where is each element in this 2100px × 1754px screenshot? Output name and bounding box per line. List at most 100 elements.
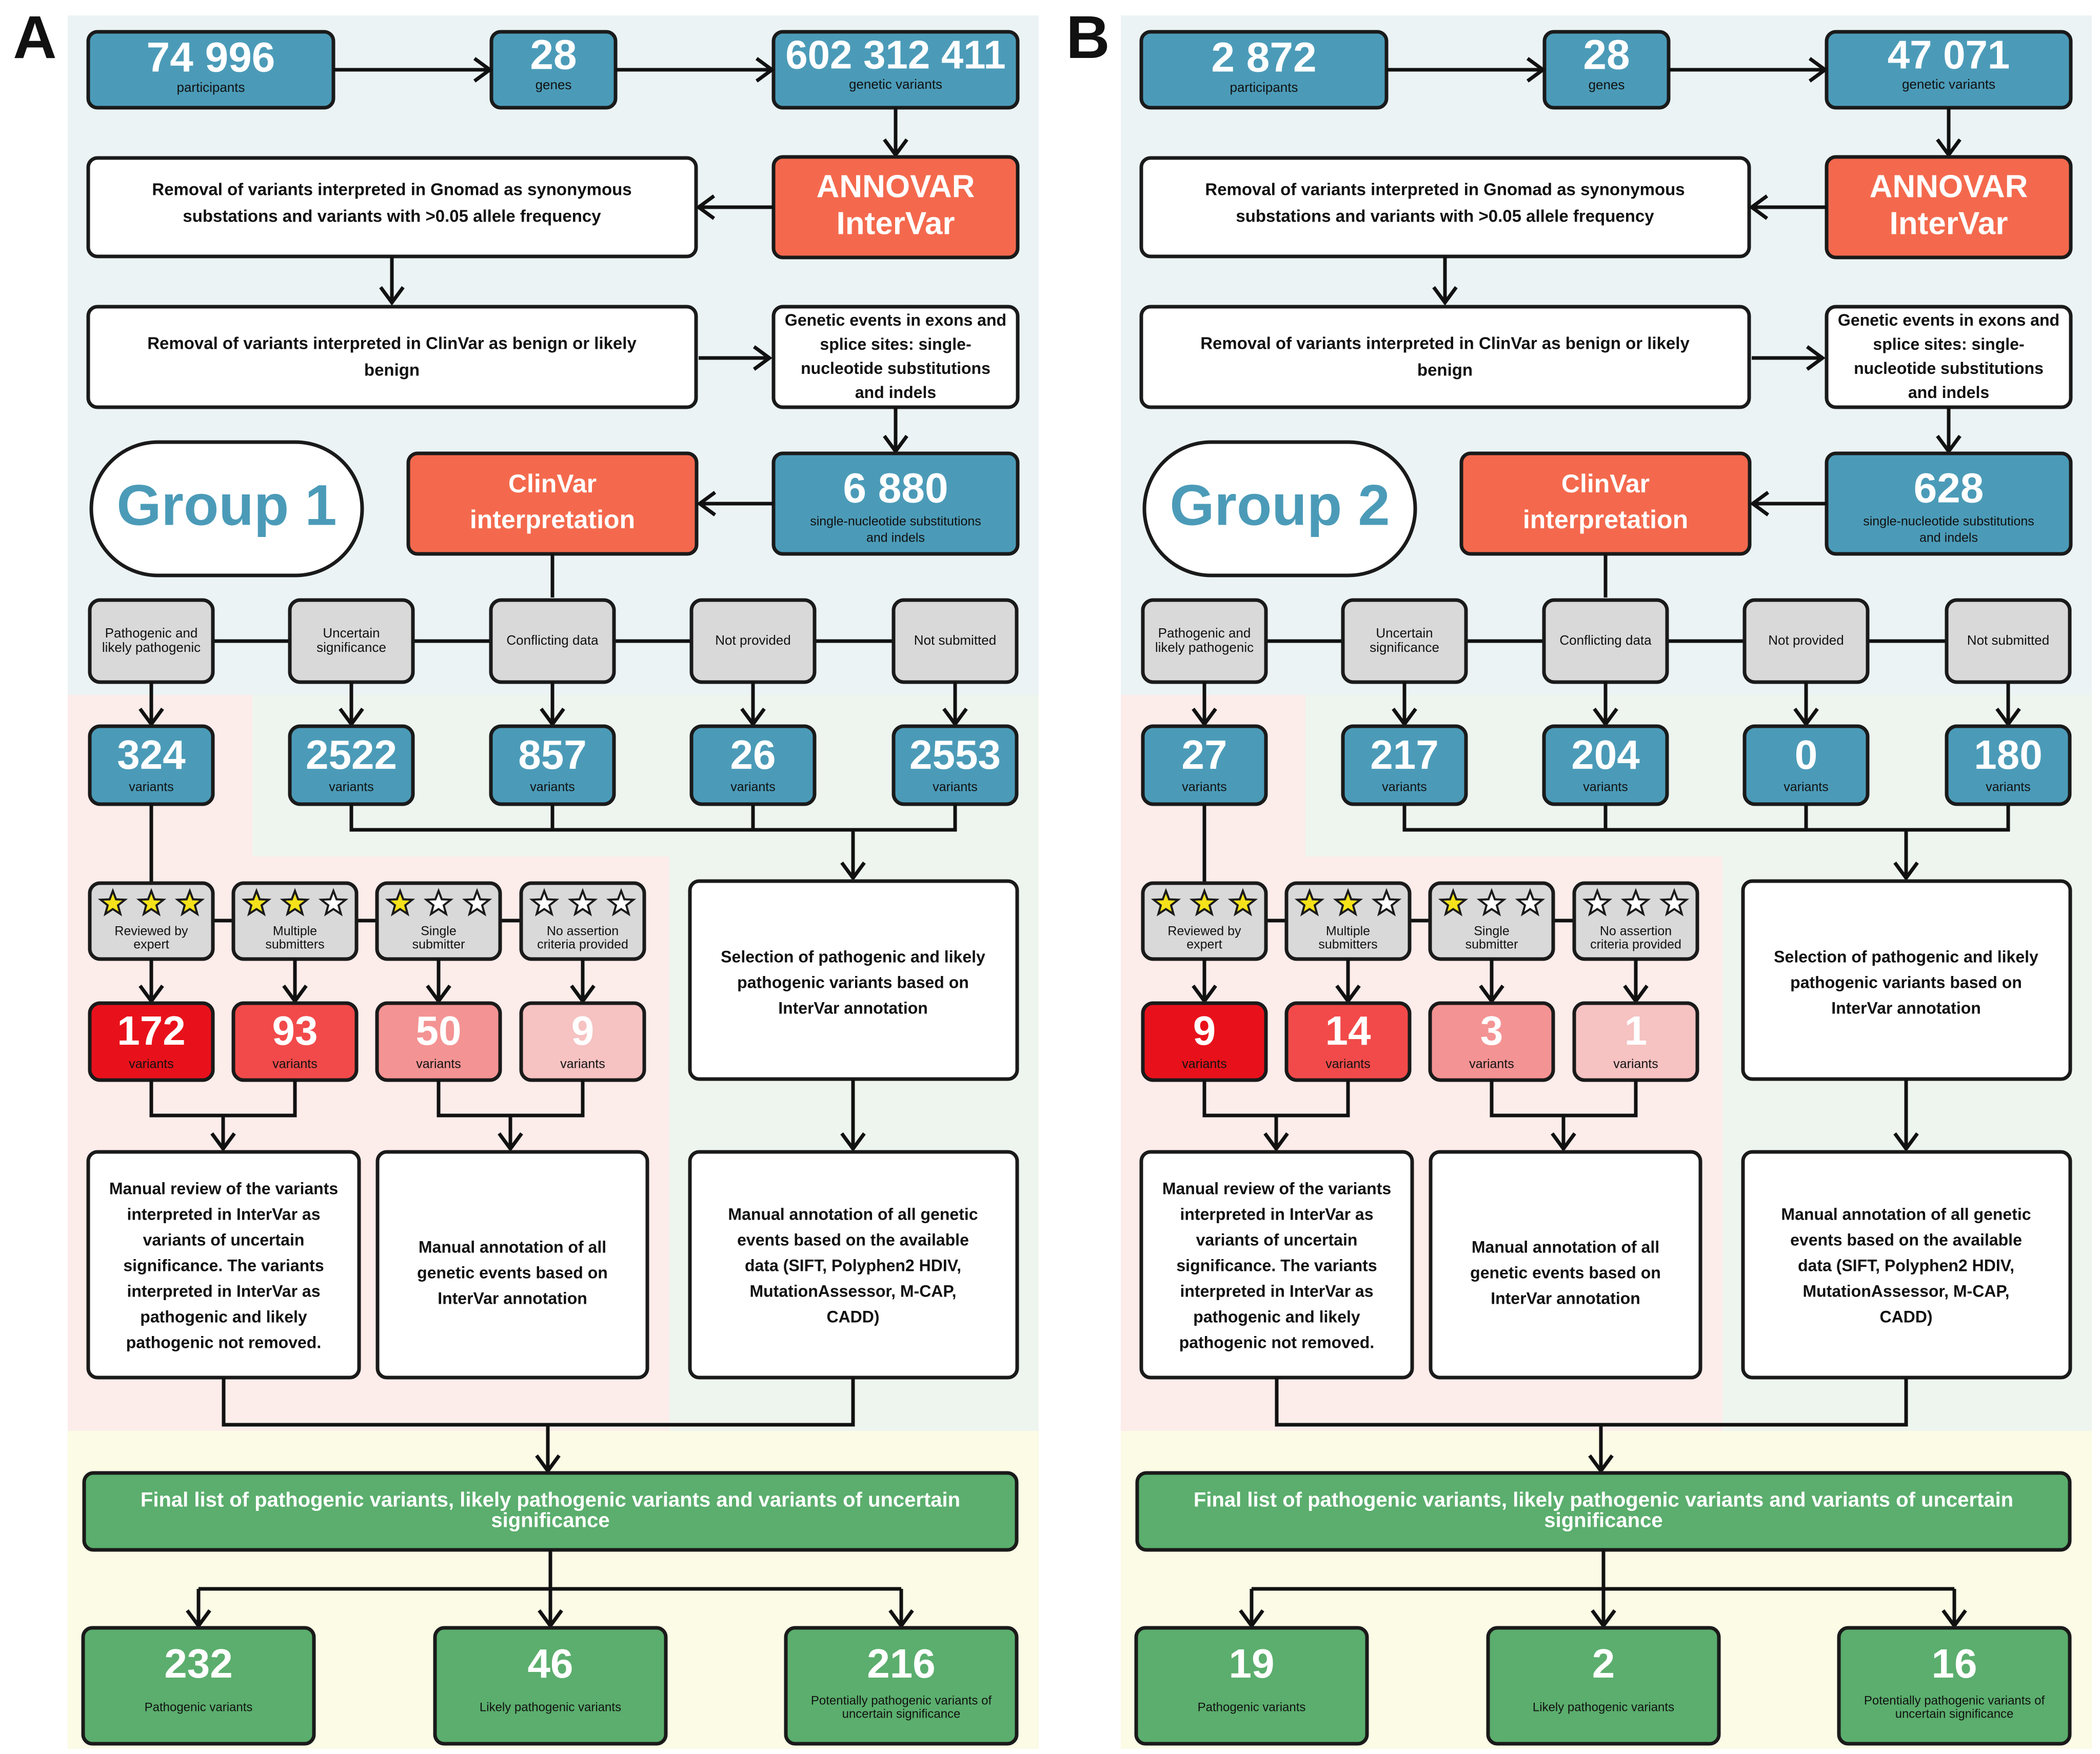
removal-clinvar-text-line-1: benign [1417, 361, 1473, 380]
category-count-label-2: variants [1583, 780, 1628, 794]
star-filled-icon [1227, 888, 1258, 916]
star-empty-icon [318, 888, 349, 916]
star-count-3: 1 [1624, 1008, 1648, 1053]
clinvar-interpretation-text-line-0: ClinVar [1561, 469, 1650, 498]
result-count-0: 19 [1229, 1641, 1275, 1686]
star-count-label-3: variants [560, 1057, 605, 1071]
genetic-events-text-line-1: splice sites: single- [1873, 335, 2024, 353]
genes-label: genes [536, 77, 572, 92]
final-list-text-line-0: Final list of pathogenic variants, likel… [1194, 1489, 2013, 1511]
manual-review-text-line-5: pathogenic and likely [1193, 1307, 1360, 1326]
category-label-4-line-0: Not submitted [1967, 632, 2049, 648]
manual-annotation-all-text-line-1: events based on the available [737, 1230, 969, 1249]
category-count-4: 2553 [909, 732, 1001, 778]
removal-clinvar-text-line-0: Removal of variants interpreted in ClinV… [147, 334, 637, 353]
removal-clinvar-box [1139, 305, 1751, 409]
result-label-2-line-0: Potentially pathogenic variants of [1864, 1693, 2045, 1707]
manual-review-text-line-6: pathogenic not removed. [126, 1333, 321, 1351]
arrow-category-3-head [740, 707, 766, 727]
result-box-0 [1134, 1626, 1369, 1746]
star-count-0: 172 [117, 1008, 185, 1053]
panel-letter: A [13, 4, 56, 71]
star-label-2-line-0: Single [1474, 924, 1510, 939]
removal-gnomad-text-line-0: Removal of variants interpreted in Gnoma… [152, 180, 631, 199]
arrow-gnomad-clinvar-head [379, 286, 405, 306]
star-count-2: 50 [416, 1008, 462, 1053]
arrow-star-2-head [1479, 984, 1504, 1004]
genetic-events-text-line-0: Genetic events in exons and [1838, 311, 2059, 329]
arrow-merge-manual-review-head [210, 1132, 236, 1152]
arrow-star-3-head [1623, 984, 1649, 1004]
result-label-2-line-0: Potentially pathogenic variants of [811, 1693, 992, 1707]
arrow-merge-manual-intervar-head [1551, 1132, 1576, 1152]
genetic-events-text-line-3: and indels [1908, 383, 1989, 402]
category-count-label-2: variants [530, 780, 575, 794]
arrow-gnomad-clinvar-head [1432, 286, 1458, 306]
manual-annotation-intervar-text-line-1: genetic events based on [417, 1263, 608, 1282]
arrow-category-0-head [138, 707, 164, 727]
manual-annotation-intervar-box [375, 1150, 649, 1380]
genetic-variants-label: genetic variants [1902, 76, 1995, 92]
category-label-2-line-0: Conflicting data [1559, 632, 1652, 648]
category-count-label-3: variants [1784, 780, 1829, 794]
arrow-variants-annovar-head [883, 138, 908, 158]
star-count-label-3: variants [1613, 1057, 1658, 1071]
manual-annotation-all-text-line-4: CADD) [826, 1307, 879, 1326]
category-count-label-1: variants [1382, 780, 1427, 794]
manual-annotation-intervar-text-line-2: InterVar annotation [1491, 1289, 1640, 1307]
selection-text-line-1: pathogenic variants based on [737, 973, 969, 991]
genetic-variants-label: genetic variants [849, 76, 942, 92]
genes-count: 28 [530, 32, 577, 78]
manual-review-text-line-0: Manual review of the variants [109, 1179, 338, 1198]
arrow-snv-clinvar-head [697, 491, 717, 516]
arrow-merge-manual-review-head [1263, 1132, 1289, 1152]
result-count-2: 16 [1932, 1641, 1977, 1686]
arrow-events-snv-head [883, 434, 908, 454]
annovar-intervar-text-line-1: InterVar [837, 206, 955, 241]
result-count-1: 46 [528, 1641, 573, 1686]
manual-annotation-intervar-box [1429, 1150, 1702, 1380]
star-label-0-line-0: Reviewed by [1167, 924, 1241, 939]
category-count-4: 180 [1974, 732, 2042, 778]
star-filled-icon [97, 888, 128, 916]
star-label-3-line-1: criteria provided [1590, 938, 1681, 952]
arrow-category-3-head [1793, 707, 1819, 727]
category-label-0-line-0: Pathogenic and [105, 625, 198, 641]
category-label-0-line-0: Pathogenic and [1158, 625, 1251, 641]
manual-annotation-intervar-text-line-1: genetic events based on [1470, 1263, 1661, 1282]
result-label-2-line-1: uncertain significance [842, 1707, 961, 1721]
genetic-events-text-line-2: nucleotide substitutions [1854, 359, 2044, 377]
manual-review-text-line-3: significance. The variants [1176, 1256, 1377, 1274]
manual-review-text-line-4: interpreted in InterVar as [1180, 1282, 1373, 1300]
arrow-star-1-head [1335, 984, 1361, 1004]
selection-text-line-1: pathogenic variants based on [1790, 973, 2022, 991]
arrow-star-3-head [570, 984, 596, 1004]
line-merge-final [222, 1378, 855, 1427]
genes-label: genes [1589, 77, 1625, 92]
star-count-0: 9 [1193, 1008, 1216, 1053]
arrow-snv-clinvar-head [1750, 491, 1770, 516]
arrow-events-snv-head [1936, 434, 1962, 454]
star-empty-icon [1582, 888, 1613, 916]
selection-text-line-2: InterVar annotation [1831, 999, 1981, 1017]
star-label-1-line-1: submitters [265, 938, 324, 952]
arrow-star-0-head [1192, 984, 1217, 1004]
genetic-variants-count: 602 312 411 [785, 32, 1005, 77]
arrow-result-0-head [1239, 1609, 1264, 1629]
arrow-category-4-head [942, 707, 968, 727]
category-label-4-line-0: Not submitted [914, 632, 996, 648]
star-filled-icon [280, 888, 310, 916]
star-filled-icon [385, 888, 415, 916]
clinvar-interpretation-box [1459, 451, 1752, 556]
result-label-1-line-0: Likely pathogenic variants [480, 1700, 621, 1714]
star-empty-icon [1620, 888, 1651, 916]
snv-count-label-line-0: single-nucleotide substitutions [1863, 514, 2034, 529]
star-count-label-1: variants [1325, 1057, 1371, 1071]
category-count-label-4: variants [1986, 780, 2031, 794]
genetic-events-text-line-1: splice sites: single- [820, 335, 971, 353]
result-label-2-line-1: uncertain significance [1895, 1707, 2014, 1721]
arrow-variants-annovar-head [1936, 138, 1962, 158]
star-filled-icon [1151, 888, 1181, 916]
participants-count: 2 872 [1211, 34, 1316, 81]
